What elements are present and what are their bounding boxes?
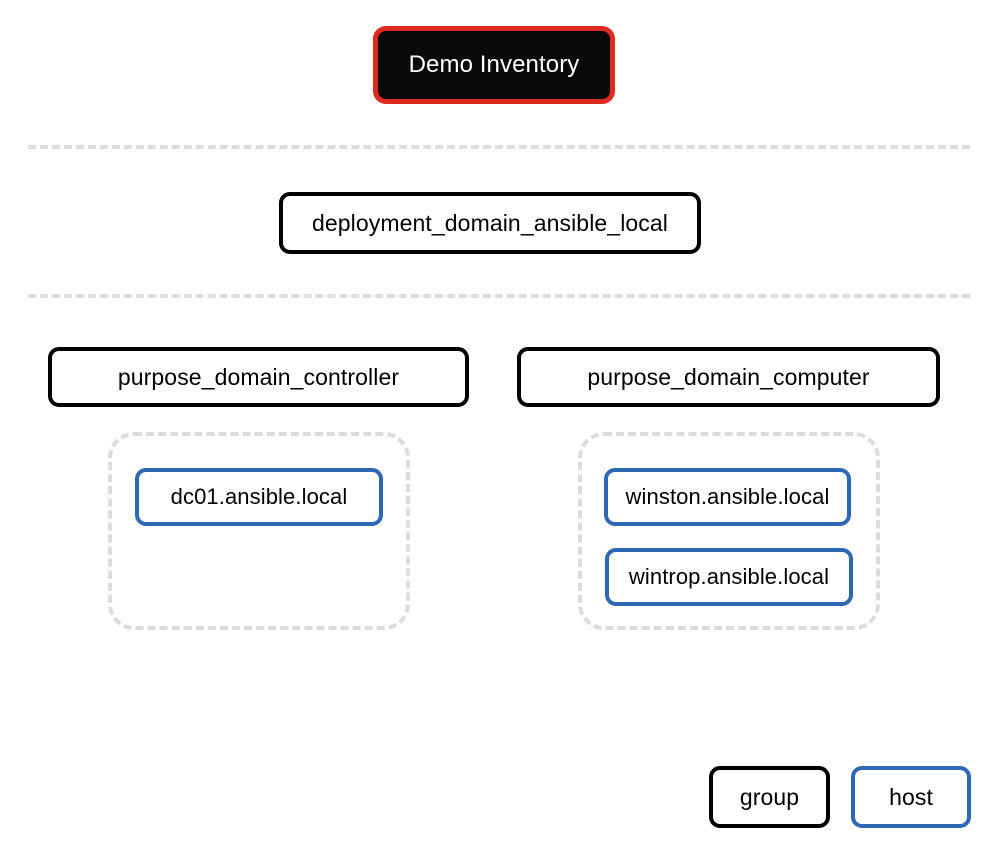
- host-node-dc01-ansible-local[interactable]: dc01.ansible.local: [135, 468, 383, 526]
- group-node-purpose-domain-controller[interactable]: purpose_domain_controller: [48, 347, 469, 407]
- host-node-label: winston.ansible.local: [625, 484, 830, 509]
- inventory-root-node[interactable]: Demo Inventory: [373, 26, 615, 104]
- host-node-label: wintrop.ansible.local: [628, 564, 830, 589]
- host-cluster-domain-computer: [578, 432, 880, 630]
- group-node-label: purpose_domain_controller: [117, 363, 400, 390]
- level-separator-1: [28, 145, 970, 149]
- group-node-label: deployment_domain_ansible_local: [311, 209, 668, 236]
- host-cluster-domain-controller: [108, 432, 410, 630]
- host-node-wintrop-ansible-local[interactable]: wintrop.ansible.local: [605, 548, 853, 606]
- legend-item-host: host: [851, 766, 971, 828]
- legend-item-host-label: host: [889, 783, 933, 810]
- group-node-purpose-domain-computer[interactable]: purpose_domain_computer: [517, 347, 940, 407]
- group-node-deployment-domain-ansible-local[interactable]: deployment_domain_ansible_local: [279, 192, 701, 254]
- host-node-label: dc01.ansible.local: [170, 484, 348, 509]
- group-node-label: purpose_domain_computer: [587, 363, 870, 390]
- level-separator-2: [28, 294, 970, 298]
- inventory-root-label: Demo Inventory: [408, 51, 580, 78]
- host-node-winston-ansible-local[interactable]: winston.ansible.local: [604, 468, 851, 526]
- legend-item-group: group: [709, 766, 830, 828]
- legend-item-group-label: group: [739, 783, 800, 810]
